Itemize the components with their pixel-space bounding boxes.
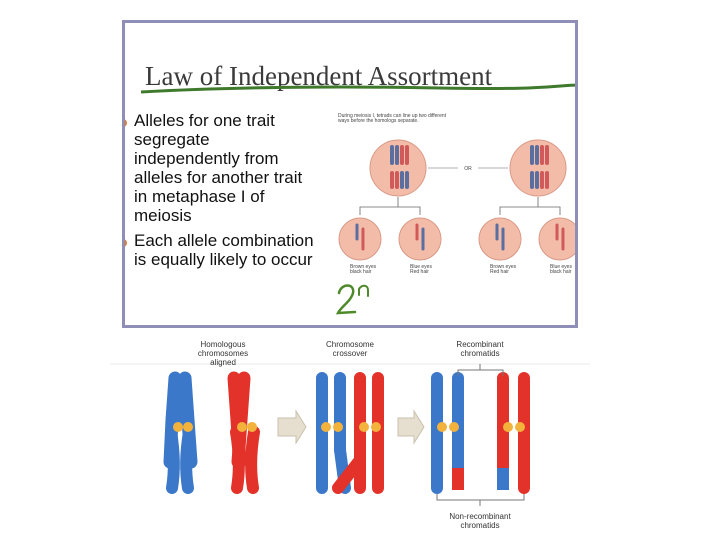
label-nonrecombinant-chromatids: Non-recombinant chromatids [440,512,520,530]
crossover-chromosomes [321,378,381,488]
cell-label-2: Blue eyes Red hair [410,265,432,275]
aligned-chromosomes [170,378,257,488]
slide-panel: Law of Independent Assortment Alleles fo… [122,20,578,328]
meiosis-figure: During meiosis I, tetrads can line up tw… [330,111,578,281]
nonrecombinant-bracket [437,494,524,506]
daughter-cell-1 [339,218,381,260]
handwritten-2n [335,281,375,317]
label-chromosome-crossover: Chromosome crossover [315,340,385,358]
cell-label-1: Brown eyes black hair [350,265,376,275]
arrow-icon [278,411,306,443]
recombinant-bracket [458,364,503,376]
bullet-dot [122,119,127,127]
crossover-figure: Homologous chromosomes aligned Chromosom… [0,330,720,540]
daughter-cell-3 [479,218,521,260]
bullet-dot [122,239,127,247]
bullet-text-2: Each allele combination is equally likel… [134,231,314,269]
label-recombinant-chromatids: Recombinant chromatids [445,340,515,358]
title-underline [139,83,578,95]
arrow-icon [398,411,424,443]
label-homologous-aligned: Homologous chromosomes aligned [188,340,258,367]
crossover-diagram [0,330,720,540]
recombinant-chromosomes [437,378,525,490]
cell-label-3: Brown eyes Red hair [490,265,516,275]
daughter-cell-2 [399,218,441,260]
or-label: OR [464,166,472,172]
meiosis-diagram: OR [330,111,578,271]
cell-label-4: Blue eyes black hair [550,265,572,275]
bullet-text-1: Alleles for one trait segregate independ… [134,111,302,225]
